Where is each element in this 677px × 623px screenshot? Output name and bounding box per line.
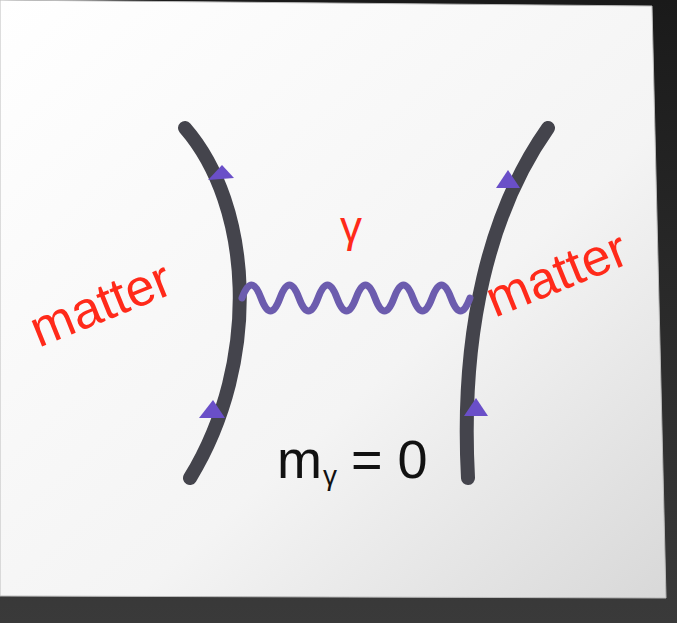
mass-symbol: m (277, 432, 322, 486)
photon-line (242, 285, 470, 311)
photon-symbol: γ (340, 205, 362, 249)
arrow-head (464, 398, 488, 416)
arrow-head (208, 165, 234, 180)
arrow-head (199, 400, 225, 418)
arrow-head (496, 170, 520, 188)
mass-subscript: γ (323, 462, 337, 490)
slide-panel (0, 0, 666, 598)
fermion-line (185, 128, 240, 478)
mass-value: = 0 (351, 432, 428, 486)
